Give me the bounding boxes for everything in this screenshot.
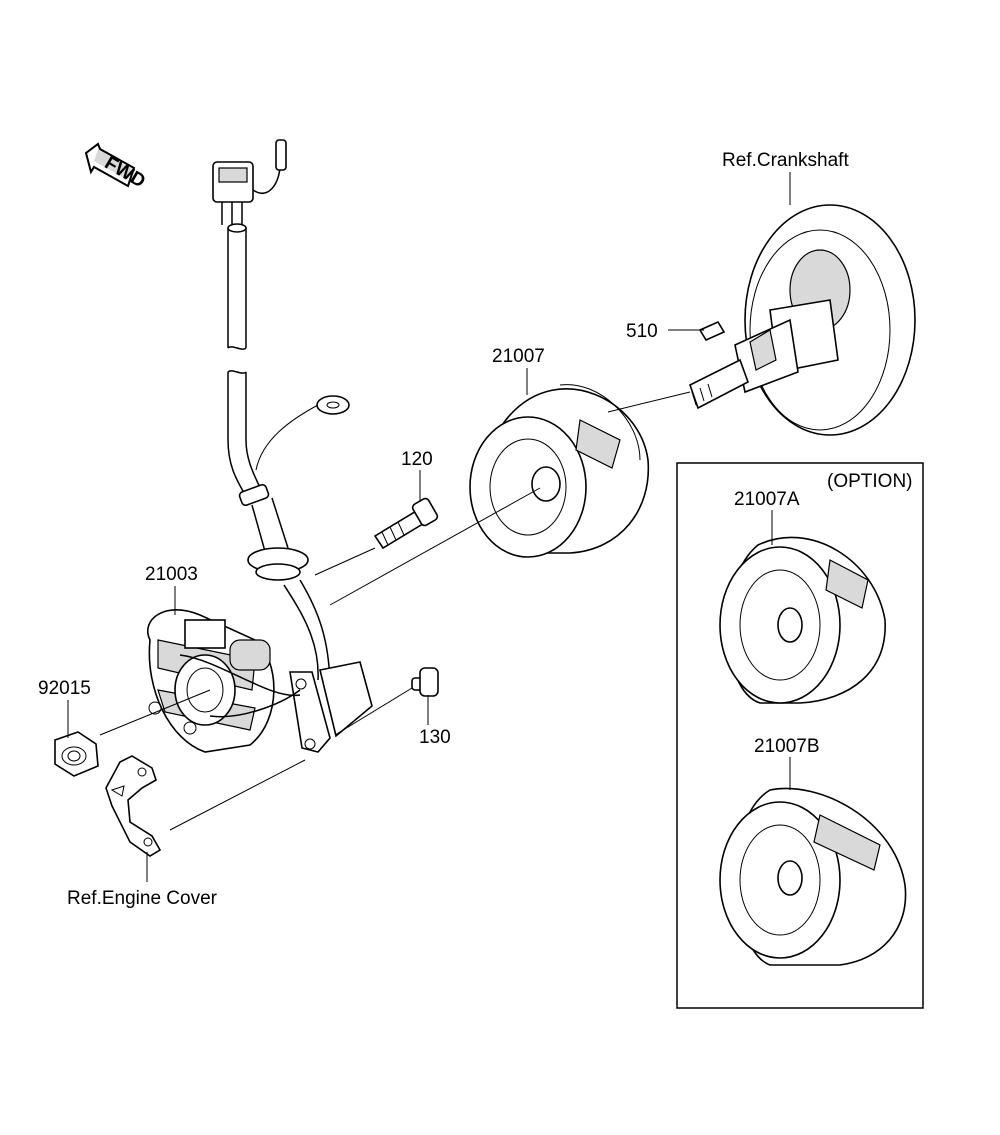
option-box	[676, 462, 924, 1009]
label-21007: 21007	[492, 346, 545, 367]
leader-lines	[67, 172, 791, 882]
crankshaft	[689, 204, 916, 436]
label-21007a: 21007A	[734, 489, 800, 510]
label-21007b: 21007B	[754, 736, 820, 757]
bolt-130	[411, 667, 439, 697]
flywheel-21007b	[719, 787, 907, 966]
label-120: 120	[401, 449, 433, 470]
label-21003: 21003	[145, 564, 198, 585]
label-ref-engine-cover: Ref.Engine Cover	[67, 888, 218, 909]
flywheel-21007	[469, 384, 650, 558]
label-92015: 92015	[38, 678, 91, 699]
label-ref-crankshaft: Ref.Crankshaft	[722, 150, 849, 171]
assembly-lines	[99, 391, 691, 831]
fwd-label: FWD	[101, 153, 149, 193]
flywheel-21007a	[719, 536, 886, 704]
nut-92015	[54, 731, 99, 777]
label-130: 130	[419, 727, 451, 748]
pulser-coil	[289, 661, 373, 753]
label-510: 510	[626, 321, 658, 342]
wiring-harness	[212, 139, 350, 691]
engine-cover-bracket	[105, 755, 162, 857]
option-label: (OPTION)	[827, 471, 913, 492]
bolt-120	[373, 497, 439, 550]
stator	[147, 609, 301, 753]
fwd-arrow-icon	[84, 142, 136, 188]
